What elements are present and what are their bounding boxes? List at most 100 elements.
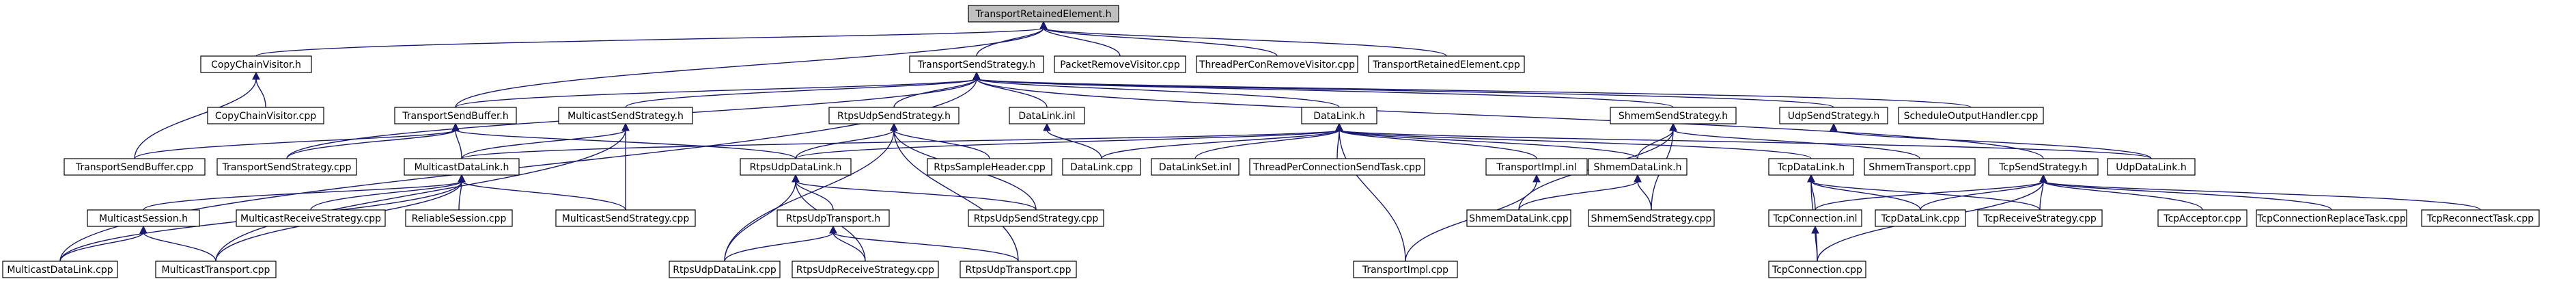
dependency-edge-transportsendbuffer-cpp-to-transportsendbuffer-h xyxy=(134,129,456,159)
node-label: UdpDataLink.h xyxy=(2116,162,2186,173)
node-tcpreceivestrategy-cpp[interactable]: TcpReceiveStrategy.cpp xyxy=(1977,209,2103,227)
node-multicastreceivestrategy-cpp[interactable]: MulticastReceiveStrategy.cpp xyxy=(236,209,386,227)
dependency-edge-multicastsendstrategy-h-to-transportsendstrategy-h xyxy=(625,78,977,108)
node-transportretainedelement-cpp[interactable]: TransportRetainedElement.cpp xyxy=(1368,55,1525,73)
dependency-edge-transportsendbuffer-h-to-transportretainedelement-h xyxy=(455,27,1044,108)
dependency-edge-threadperconremovevisitor-cpp-to-transportretainedelement-h xyxy=(1043,27,1278,57)
node-tcpacceptor-cpp[interactable]: TcpAcceptor.cpp xyxy=(2157,209,2248,227)
node-label: TcpDataLink.h xyxy=(1777,162,1845,173)
node-box xyxy=(1249,158,1425,176)
node-label: RtpsSampleHeader.cpp xyxy=(934,162,1046,173)
dependency-edge-copychainvisitor-cpp-to-copychainvisitor-h xyxy=(255,78,266,108)
node-multicasttransport-cpp[interactable]: MulticastTransport.cpp xyxy=(155,261,277,278)
node-box xyxy=(1768,209,1862,227)
node-copychainvisitor-cpp[interactable]: CopyChainVisitor.cpp xyxy=(207,107,324,124)
dependency-edge-packetremovevisitor-cpp-to-transportretainedelement-h xyxy=(1043,27,1121,57)
dependency-edge-rtpsudptransport-h-to-rtpsudpdatalink-h xyxy=(795,181,834,211)
node-scheduleoutputhandler-cpp[interactable]: ScheduleOutputHandler.cpp xyxy=(1898,107,2044,124)
dependency-edge-datalinkset-inl-to-datalink-h xyxy=(1194,129,1340,159)
dependency-edge-rtpsudpdatalink-h-to-rtpsudpsendstrategy-h xyxy=(795,129,895,159)
node-datalinkset-inl[interactable]: DataLinkSet.inl xyxy=(1151,158,1240,176)
node-tcpconnection-inl[interactable]: TcpConnection.inl xyxy=(1768,209,1862,227)
node-box xyxy=(927,158,1052,176)
node-box xyxy=(555,209,696,227)
node-box xyxy=(828,107,960,124)
dependency-edge-multicastdatalink-h-to-multicastsendstrategy-h xyxy=(461,129,626,159)
node-rtpsudptransport-h[interactable]: RtpsUdpTransport.h xyxy=(776,209,890,227)
node-box xyxy=(1768,158,1854,176)
dependency-edge-rtpsudptransport-cpp-to-rtpsudpsendstrategy-h xyxy=(893,129,1019,262)
node-shmemsendstrategy-h[interactable]: ShmemSendStrategy.h xyxy=(1610,107,1737,124)
node-udpdatalink-h[interactable]: UdpDataLink.h xyxy=(2107,158,2196,176)
node-rtpsudpdatalink-h[interactable]: RtpsUdpDataLink.h xyxy=(740,158,852,176)
node-label: TcpReceiveStrategy.cpp xyxy=(1983,213,2097,224)
node-copychainvisitor-h[interactable]: CopyChainVisitor.h xyxy=(200,55,312,73)
dependency-edge-shmemdatalink-cpp-to-shmemdatalink-h xyxy=(1518,181,1638,211)
dependency-edge-transportretainedelement-cpp-to-transportretainedelement-h xyxy=(1043,27,1447,57)
node-label: MulticastDataLink.cpp xyxy=(7,265,113,276)
node-box xyxy=(236,209,386,227)
node-box xyxy=(740,158,852,176)
node-rtpsudpsendstrategy-h[interactable]: RtpsUdpSendStrategy.h xyxy=(828,107,960,124)
node-shmemdatalink-h[interactable]: ShmemDataLink.h xyxy=(1588,158,1688,176)
node-transportimpl-inl[interactable]: TransportImpl.inl xyxy=(1485,158,1588,176)
node-box xyxy=(792,261,939,278)
dependency-edge-transportimpl-inl-to-datalink-h xyxy=(1339,129,1537,159)
dependency-edge-shmemsendstrategy-cpp-to-shmemdatalink-h xyxy=(1637,181,1652,211)
node-datalink-inl[interactable]: DataLink.inl xyxy=(1009,107,1085,124)
node-tcpsendstrategy-h[interactable]: TcpSendStrategy.h xyxy=(1988,158,2099,176)
node-rtpsudpreceivestrategy-cpp[interactable]: RtpsUdpReceiveStrategy.cpp xyxy=(792,261,939,278)
node-rtpssampleheader-cpp[interactable]: RtpsSampleHeader.cpp xyxy=(927,158,1052,176)
node-label: MulticastReceiveStrategy.cpp xyxy=(240,213,381,224)
node-threadperconremovevisitor-cpp[interactable]: ThreadPerConRemoveVisitor.cpp xyxy=(1196,55,1358,73)
node-shmemdatalink-cpp[interactable]: ShmemDataLink.cpp xyxy=(1466,209,1571,227)
node-rtpsudptransport-cpp[interactable]: RtpsUdpTransport.cpp xyxy=(960,261,1077,278)
node-box xyxy=(960,261,1077,278)
node-label: CopyChainVisitor.cpp xyxy=(215,111,316,122)
graph-nodes: TransportRetainedElement.hCopyChainVisit… xyxy=(2,5,2540,278)
node-udpsendstrategy-h[interactable]: UdpSendStrategy.h xyxy=(1779,107,1888,124)
node-label: DataLink.cpp xyxy=(1070,162,1133,173)
arrowhead-shmemdatalink-h xyxy=(1634,174,1642,183)
node-packetremovevisitor-cpp[interactable]: PacketRemoveVisitor.cpp xyxy=(1054,55,1186,73)
node-label: ShmemDataLink.cpp xyxy=(1469,213,1569,224)
node-multicastdatalink-cpp[interactable]: MulticastDataLink.cpp xyxy=(2,261,118,278)
node-transportsendstrategy-cpp[interactable]: TransportSendStrategy.cpp xyxy=(216,158,357,176)
node-multicastsession-h[interactable]: MulticastSession.h xyxy=(87,209,200,227)
node-label: ShmemDataLink.h xyxy=(1593,162,1681,173)
node-box xyxy=(1875,209,1966,227)
node-tcpdatalink-cpp[interactable]: TcpDataLink.cpp xyxy=(1875,209,1966,227)
dependency-edge-rtpsudpdatalink-cpp-to-rtpsudptransport-h xyxy=(724,232,834,262)
node-transportsendstrategy-h[interactable]: TransportSendStrategy.h xyxy=(909,55,1044,73)
node-box xyxy=(87,209,200,227)
node-transportsendbuffer-h[interactable]: TransportSendBuffer.h xyxy=(394,107,517,124)
node-reliablesession-cpp[interactable]: ReliableSession.cpp xyxy=(405,209,513,227)
node-multicastsendstrategy-cpp[interactable]: MulticastSendStrategy.cpp xyxy=(555,209,696,227)
node-label: TransportSendStrategy.cpp xyxy=(222,162,352,173)
node-shmemtransport-cpp[interactable]: ShmemTransport.cpp xyxy=(1864,158,1976,176)
dependency-edge-rtpsudpdatalink-cpp-to-rtpsudpsendstrategy-h xyxy=(724,129,895,262)
dependency-edge-datalink-cpp-to-datalink-inl xyxy=(1046,129,1102,159)
node-transportsendbuffer-cpp[interactable]: TransportSendBuffer.cpp xyxy=(64,158,206,176)
node-tcpconnectionreplacetask-cpp[interactable]: TcpConnectionReplaceTask.cpp xyxy=(2256,209,2407,227)
node-label: TcpConnectionReplaceTask.cpp xyxy=(2256,213,2406,224)
node-threadperconnectionsendtask-cpp[interactable]: ThreadPerConnectionSendTask.cpp xyxy=(1249,158,1425,176)
node-multicastdatalink-h[interactable]: MulticastDataLink.h xyxy=(404,158,520,176)
dependency-edge-udpdatalink-h-to-datalink-h xyxy=(1339,129,2152,159)
dependency-edge-multicastsendstrategy-cpp-to-multicastdatalink-h xyxy=(461,181,626,211)
node-transportimpl-cpp[interactable]: TransportImpl.cpp xyxy=(1353,261,1458,278)
node-tcpconnection-cpp[interactable]: TcpConnection.cpp xyxy=(1768,261,1866,278)
node-rtpsudpdatalink-cpp[interactable]: RtpsUdpDataLink.cpp xyxy=(669,261,781,278)
node-shmemsendstrategy-cpp[interactable]: ShmemSendStrategy.cpp xyxy=(1588,209,1715,227)
node-multicastsendstrategy-h[interactable]: MulticastSendStrategy.h xyxy=(558,107,693,124)
node-datalink-cpp[interactable]: DataLink.cpp xyxy=(1062,158,1141,176)
node-tcpreconnecttask-cpp[interactable]: TcpReconnectTask.cpp xyxy=(2421,209,2540,227)
node-label: RtpsUdpReceiveStrategy.cpp xyxy=(796,265,934,276)
node-box xyxy=(2107,158,2196,176)
node-tcpdatalink-h[interactable]: TcpDataLink.h xyxy=(1768,158,1854,176)
dependency-edge-transportsendbuffer-cpp-to-copychainvisitor-h xyxy=(134,78,257,159)
dependency-edge-tcpconnectionreplacetask-cpp-to-tcpsendstrategy-h xyxy=(2043,181,2332,211)
node-rtpsudpsendstrategy-cpp[interactable]: RtpsUdpSendStrategy.cpp xyxy=(968,209,1104,227)
node-datalink-h[interactable]: DataLink.h xyxy=(1301,107,1377,124)
dependency-edge-multicastdatalink-h-to-transportsendbuffer-h xyxy=(455,129,462,159)
